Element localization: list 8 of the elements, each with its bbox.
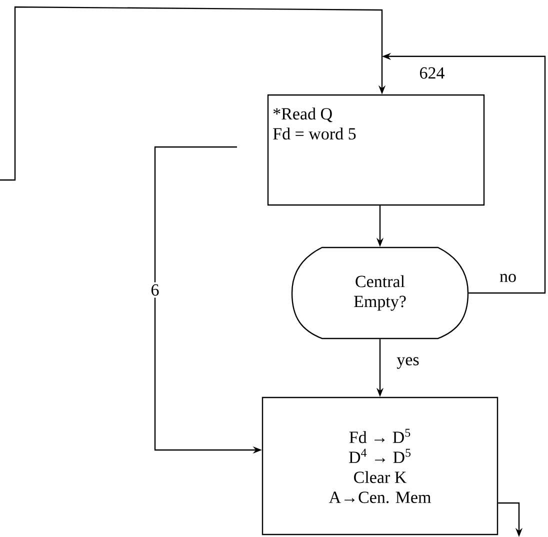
edge-label: 6 [148,282,162,298]
address-label: 624 [420,67,444,79]
edge-label: yes [394,355,422,371]
arrow [0,6,386,181]
process-box: Fd → D$^{5}$ D$^{4}$ → D$^{5}$ Clear K A→Cen. Mem [262,396,498,536]
decision-terminal: Central Empty? [291,246,469,340]
edge-label: no [498,272,518,284]
process-box: *Read Q Fd = word 5 [267,94,485,206]
